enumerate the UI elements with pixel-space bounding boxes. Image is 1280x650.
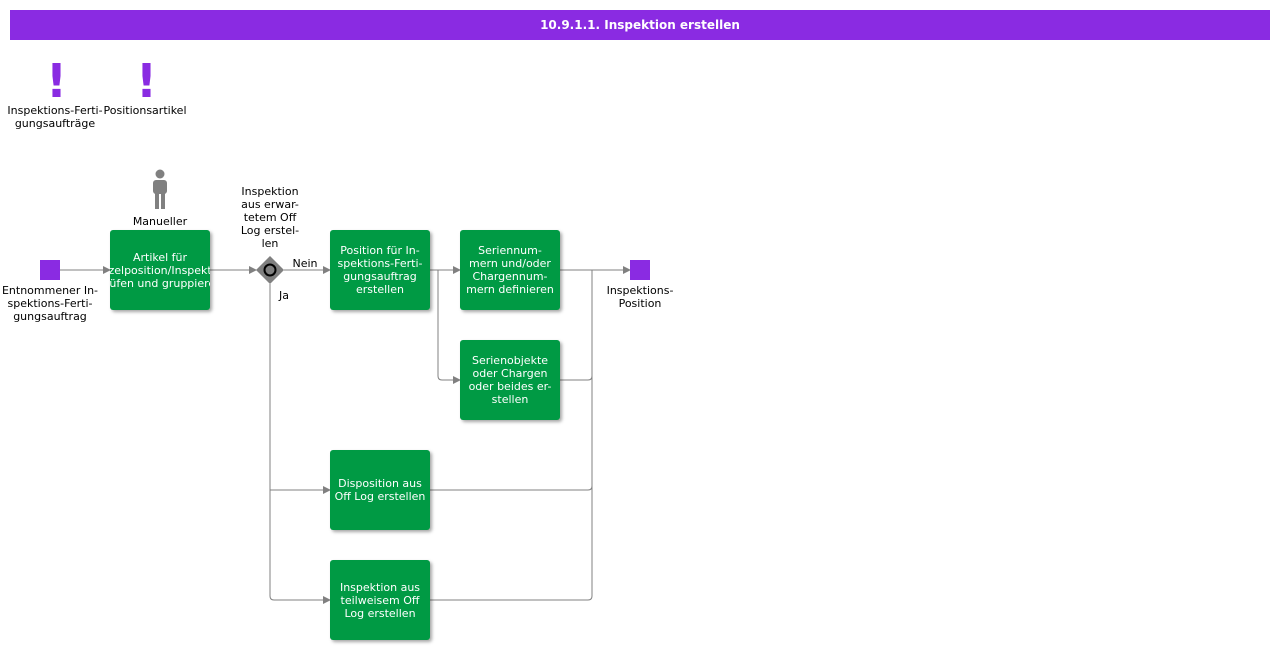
task-position-erstellen[interactable]: Position für In- spektions-Ferti- gungsa… xyxy=(330,230,430,310)
task-serienobjekte-erstellen[interactable]: Serienobjekte oder Chargen oder beides e… xyxy=(460,340,560,420)
task-disposition-erstellen[interactable]: Disposition aus Off Log erstellen xyxy=(330,450,430,530)
person-icon xyxy=(153,169,167,209)
document-label-positionsartikel: Positionsartikel xyxy=(103,104,187,117)
edge-task4-to-merge xyxy=(560,375,593,381)
task-artikel-pruefen[interactable]: Artikel für Einzelposition/Inspektion pr… xyxy=(110,230,210,310)
edge-merge-vertical xyxy=(430,270,593,601)
task-inspektion-teilweise[interactable]: Inspektion aus teilweisem Off Log erstel… xyxy=(330,560,430,640)
gateway-yes-label: Ja xyxy=(279,289,289,302)
document-label-fertigungsauftraege: Inspektions-Ferti- gungsaufträge xyxy=(7,104,103,130)
task-seriennummern-definieren[interactable]: Seriennum- mern und/oder Chargennum- mer… xyxy=(460,230,560,310)
start-event-label: Entnommener In- spektions-Ferti- gungsau… xyxy=(1,284,99,323)
start-event[interactable] xyxy=(40,260,60,280)
gateway-diamond xyxy=(256,256,284,284)
end-event[interactable] xyxy=(630,260,650,280)
gateway-no-label: Nein xyxy=(292,257,318,270)
document-exclamation-icon: ! xyxy=(46,54,67,108)
edge-task5-to-merge xyxy=(430,485,593,491)
edge-task2-to-task4 xyxy=(430,269,461,384)
document-exclamation-icon: ! xyxy=(136,54,157,108)
edge-gateway-yes xyxy=(269,284,331,604)
gateway-label: Inspektion aus erwar- tetem Off Log erst… xyxy=(240,185,300,250)
end-event-label: Inspektions- Position xyxy=(606,284,674,310)
diagram-title: 10.9.1.1. Inspektion erstellen xyxy=(10,10,1270,40)
